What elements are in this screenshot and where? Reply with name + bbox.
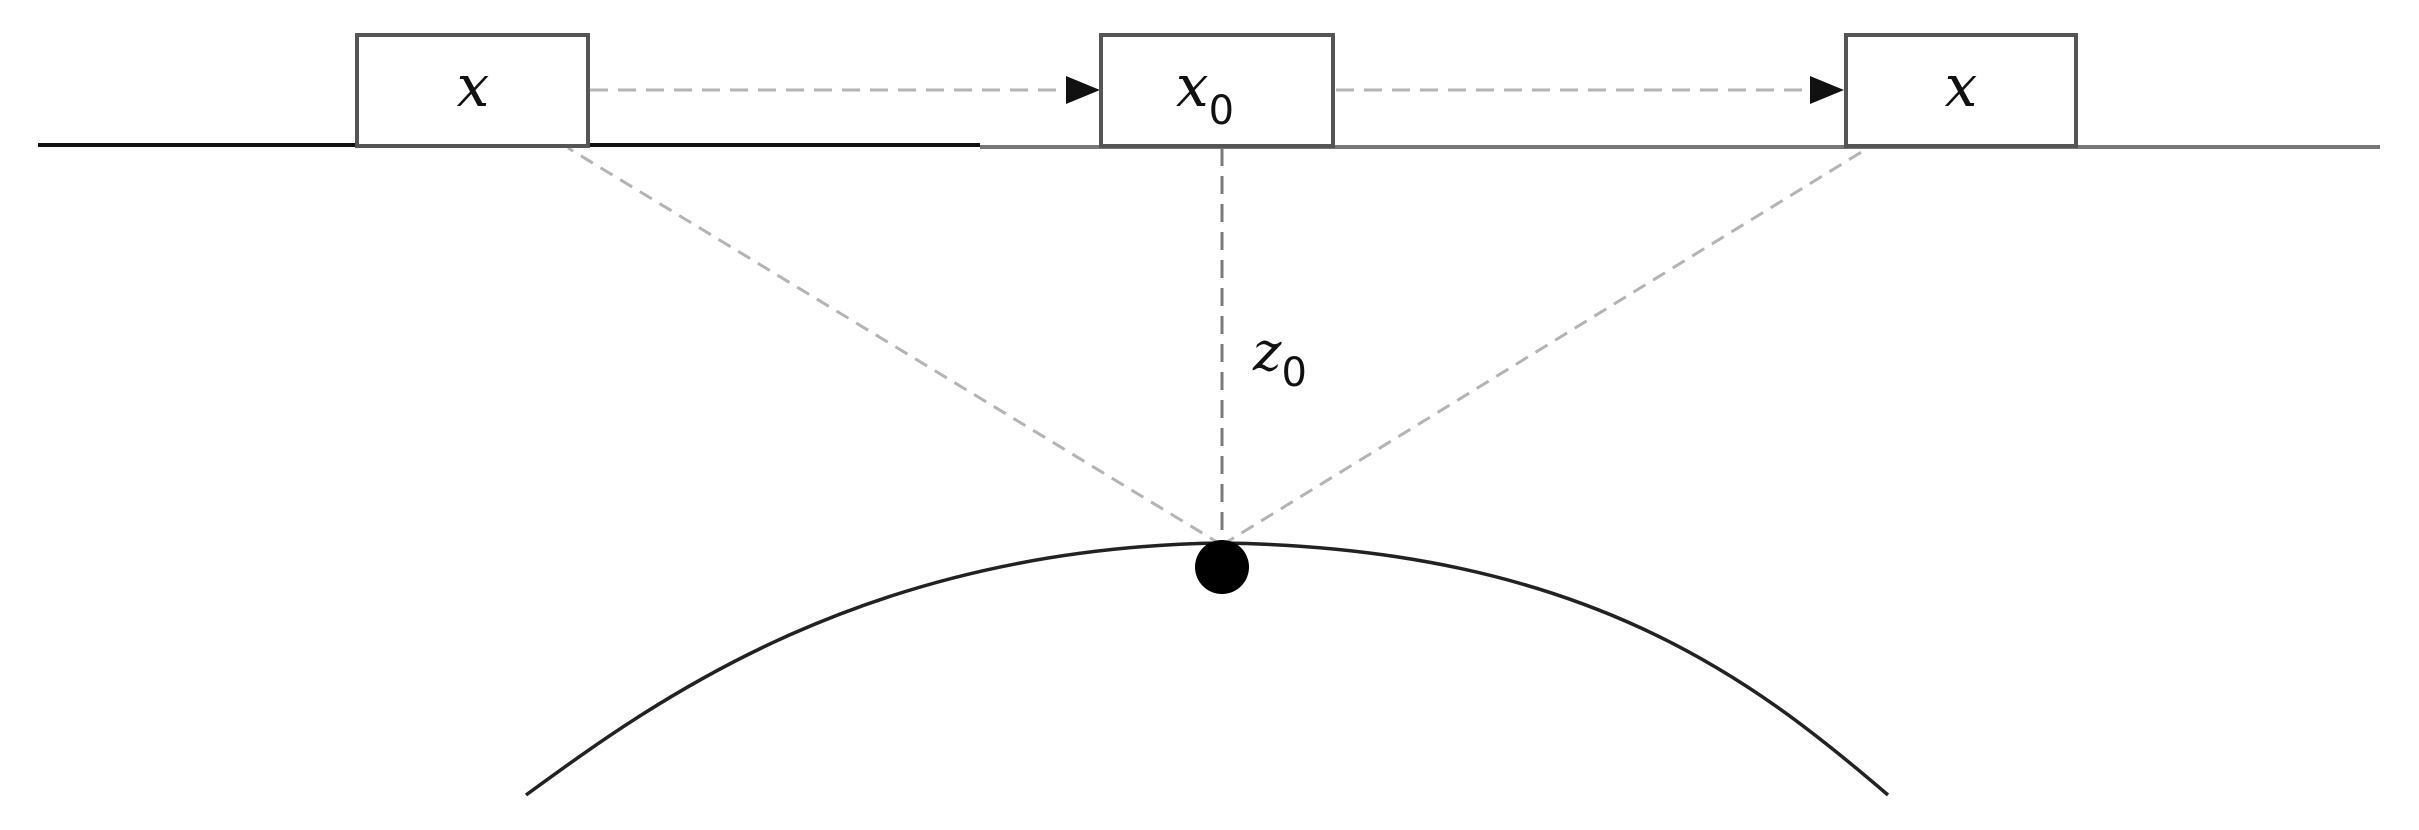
box-right: x xyxy=(1844,33,2078,148)
box-center-label: x xyxy=(1176,52,1209,120)
box-center: x0 xyxy=(1099,33,1335,148)
ray-right xyxy=(1221,146,1869,547)
scatter-point xyxy=(1195,540,1249,594)
arrowhead-center xyxy=(1066,76,1100,104)
svg-text:x: x xyxy=(1945,52,1978,120)
svg-text:x0: x0 xyxy=(1176,52,1234,134)
box-left: x xyxy=(355,33,590,148)
svg-text:x: x xyxy=(457,52,490,120)
box-center-subscript: 0 xyxy=(1209,88,1234,134)
depth-label: z0 xyxy=(1252,320,1307,396)
depth-label-subscript: 0 xyxy=(1281,350,1306,396)
box-right-label: x xyxy=(1945,52,1978,120)
ray-left xyxy=(567,146,1223,547)
arrowhead-right xyxy=(1810,76,1844,104)
depth-label-main: z xyxy=(1252,320,1282,383)
box-left-label: x xyxy=(457,52,490,120)
